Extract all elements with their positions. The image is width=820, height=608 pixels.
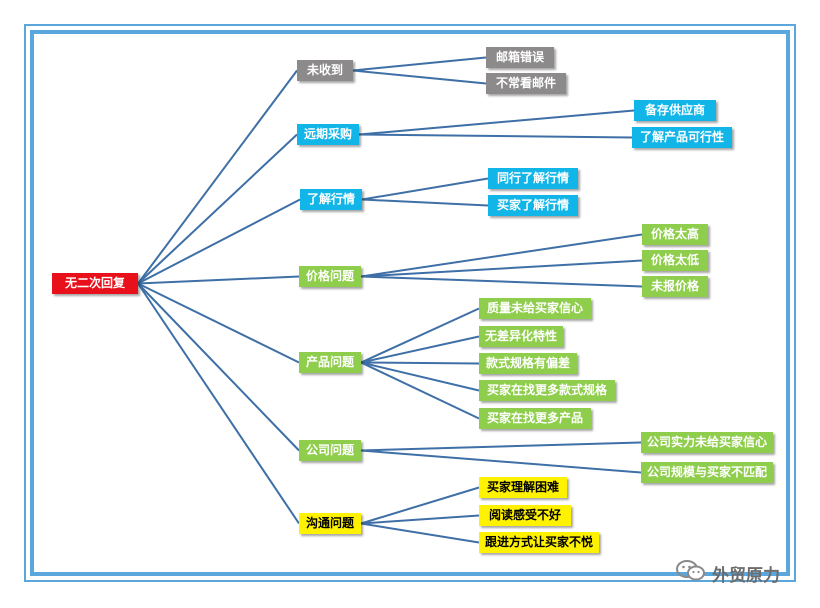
leaf-node-more-specs[interactable]: 买家在找更多款式规格	[479, 380, 615, 401]
leaf-node-company-strength[interactable]: 公司实力未给买家信心	[641, 432, 773, 453]
connector-line	[137, 275, 300, 285]
connector-line	[137, 282, 300, 364]
root-node[interactable]: 无二次回复	[52, 273, 138, 294]
leaf-node-no-price-quoted[interactable]: 未报价格	[642, 276, 708, 297]
connector-line	[137, 282, 300, 452]
leaf-node-buyer-research[interactable]: 买家了解行情	[488, 195, 578, 216]
leaf-node-poor-reading[interactable]: 阅读感受不好	[479, 505, 571, 526]
connector-line	[360, 233, 643, 278]
leaf-node-price-too-high[interactable]: 价格太高	[642, 224, 708, 245]
branch-node-not-received[interactable]: 未收到	[297, 60, 353, 81]
connector-line	[352, 56, 487, 72]
connector-line	[361, 177, 489, 201]
leaf-node-more-products[interactable]: 买家在找更多产品	[479, 408, 591, 429]
connector-line	[360, 259, 643, 278]
leaf-node-email-error[interactable]: 邮箱错误	[486, 47, 554, 68]
connector-line	[360, 361, 480, 392]
branch-node-company-issue[interactable]: 公司问题	[299, 440, 361, 461]
connector-line	[360, 307, 480, 364]
connector-line	[360, 449, 642, 474]
leaf-node-price-too-low[interactable]: 价格太低	[642, 250, 708, 271]
leaf-node-rarely-check-email[interactable]: 不常看邮件	[486, 73, 566, 94]
connector-line	[137, 282, 300, 525]
connector-line	[360, 486, 480, 525]
leaf-node-peer-research[interactable]: 同行了解行情	[488, 168, 578, 189]
connector-line	[360, 361, 480, 420]
connector-line	[361, 198, 489, 207]
wechat-icon	[676, 559, 706, 587]
watermark: 外贸原力	[676, 558, 780, 588]
connector-line	[358, 109, 635, 136]
outer-frame	[24, 24, 796, 582]
leaf-node-product-feasibility[interactable]: 了解产品可行性	[632, 127, 732, 148]
connector-line	[360, 441, 642, 452]
branch-node-product-issue[interactable]: 产品问题	[299, 352, 361, 373]
branch-node-future-purchase[interactable]: 远期采购	[297, 124, 359, 145]
connector-line	[360, 522, 480, 544]
leaf-node-company-scale[interactable]: 公司规模与买家不匹配	[641, 462, 773, 483]
watermark-text: 外贸原力	[712, 565, 780, 586]
connector-line	[352, 69, 487, 85]
connector-line	[360, 335, 480, 364]
connector-line	[137, 198, 301, 285]
leaf-node-no-differentiation[interactable]: 无差异化特性	[479, 326, 563, 347]
connector-line	[360, 514, 480, 525]
connector-line	[360, 275, 643, 288]
leaf-node-spec-deviation[interactable]: 款式规格有偏差	[479, 353, 577, 374]
leaf-node-hard-to-understand[interactable]: 买家理解困难	[479, 477, 567, 498]
connector-line	[137, 133, 298, 285]
connector-line	[137, 69, 298, 285]
leaf-node-quality-confidence[interactable]: 质量未给买家信心	[479, 298, 591, 319]
connector-line	[358, 133, 633, 139]
leaf-node-followup-annoying[interactable]: 跟进方式让买家不悦	[479, 532, 599, 553]
branch-node-communication-issue[interactable]: 沟通问题	[299, 513, 361, 534]
branch-node-price-issue[interactable]: 价格问题	[299, 266, 361, 287]
leaf-node-backup-supplier[interactable]: 备存供应商	[634, 100, 716, 121]
connector-line	[360, 361, 480, 365]
branch-node-market-research[interactable]: 了解行情	[300, 189, 362, 210]
